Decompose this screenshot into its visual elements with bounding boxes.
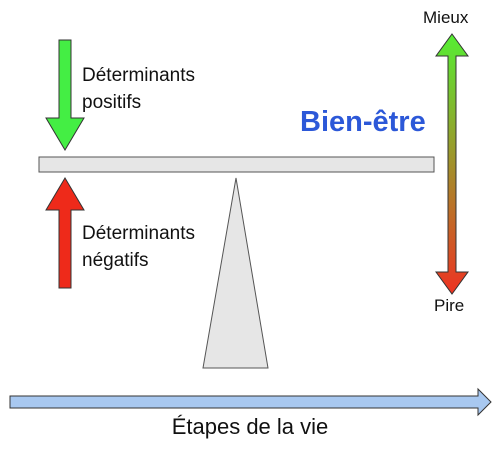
positive-determinants-arrow (45, 39, 85, 151)
better-label: Mieux (423, 8, 469, 27)
balance-beam (38, 156, 435, 173)
negative-determinants-arrow (45, 177, 85, 289)
wellbeing-label: Bien-être (300, 106, 426, 138)
fulcrum-triangle (202, 177, 269, 369)
better-worse-scale-arrow (435, 33, 469, 295)
life-stages-arrow (9, 387, 492, 417)
worse-label: Pire (434, 296, 465, 315)
negative-determinants-label: Déterminants négatifs (82, 223, 195, 271)
life-stages-label: Étapes de la vie (171, 414, 329, 439)
positive-determinants-label: Déterminants positifs (82, 65, 195, 113)
